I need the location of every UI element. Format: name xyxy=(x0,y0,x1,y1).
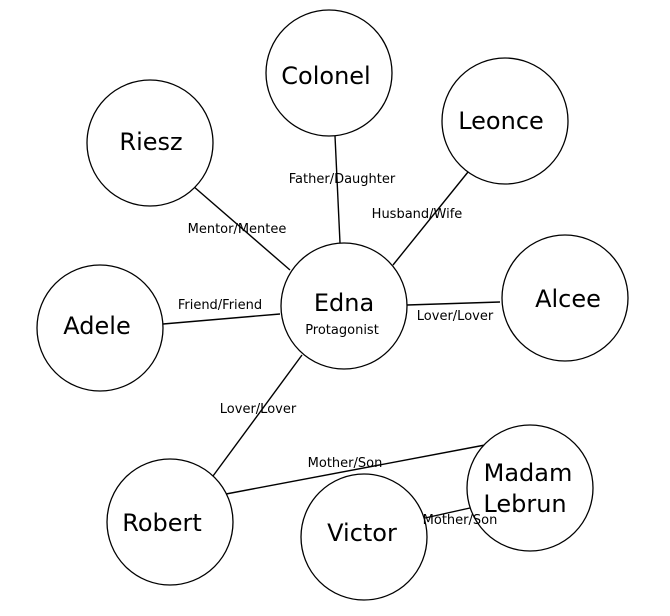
node-victor xyxy=(300,473,428,601)
node-colonel-label: Colonel xyxy=(281,62,370,90)
edge-edna-leonce xyxy=(392,171,469,266)
edge-label-husband-wife: Husband/Wife xyxy=(372,207,463,222)
edge-label-friend-friend: Friend/Friend xyxy=(178,298,262,313)
node-alcee xyxy=(501,234,629,362)
node-madam-lebrun xyxy=(466,424,594,552)
edge-label-lover-lover-robert: Lover/Lover xyxy=(220,402,297,417)
node-leonce-label: Leonce xyxy=(458,107,544,135)
node-adele xyxy=(36,264,164,392)
node-edna-label: Edna xyxy=(314,289,374,317)
node-robert-label: Robert xyxy=(122,509,202,537)
node-robert xyxy=(106,458,234,586)
node-madam-lebrun-label-line1: Madam xyxy=(484,459,573,487)
edge-label-mentor-mentee: Mentor/Mentee xyxy=(188,222,287,237)
edge-edna-riesz xyxy=(192,185,291,271)
node-adele-label: Adele xyxy=(63,312,130,340)
node-edna xyxy=(280,242,408,370)
edge-edna-colonel xyxy=(334,135,341,244)
edge-victor-lebrun xyxy=(424,507,471,519)
edge-edna-adele xyxy=(162,313,281,325)
edge-label-father-daughter: Father/Daughter xyxy=(289,172,396,187)
node-leonce xyxy=(441,57,569,185)
node-victor-label: Victor xyxy=(327,519,397,547)
node-riesz xyxy=(86,79,214,207)
node-madam-lebrun-label-line2: Lebrun xyxy=(483,490,566,518)
node-alcee-label: Alcee xyxy=(535,285,601,313)
node-riesz-label: Riesz xyxy=(119,128,182,156)
edge-robert-lebrun xyxy=(225,444,486,495)
node-colonel xyxy=(265,9,393,137)
edge-edna-robert xyxy=(212,354,303,477)
edge-label-lover-lover-alcee: Lover/Lover xyxy=(417,309,494,324)
edge-label-mother-son-victor: Mother/Son xyxy=(423,513,498,528)
edge-edna-alcee xyxy=(406,301,501,306)
edge-label-mother-son-robert: Mother/Son xyxy=(308,456,383,471)
node-edna-sublabel: Protagonist xyxy=(305,323,379,338)
